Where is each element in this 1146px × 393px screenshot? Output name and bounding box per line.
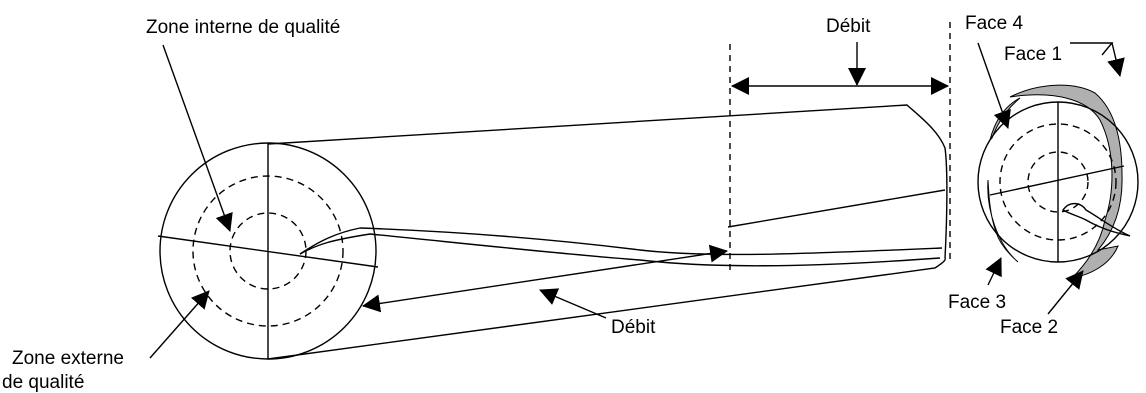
face-3-shading [987, 179, 1019, 263]
face-3-leader [985, 257, 1002, 286]
face-1-leader [1107, 42, 1125, 77]
inner-zone-ring [229, 212, 307, 290]
zone-interne-leader [162, 44, 233, 232]
face-2-label: Face 2 [1000, 317, 1058, 338]
zone-interne-callout: Zone interne de qualité [146, 17, 340, 232]
face-3-callout: Face 3 [948, 257, 1006, 313]
log-bottom-outline [267, 257, 946, 360]
face-2-leader [1047, 270, 1084, 315]
face-3-label: Face 3 [948, 292, 1006, 313]
diagonal-axis [157, 235, 379, 268]
debit-pointer-arrow-bottom [539, 288, 607, 319]
face-1-callout: Face 1 [1004, 42, 1125, 77]
face-1-bracket [1070, 42, 1114, 56]
log-end-face-left [157, 142, 379, 360]
log-top-outline [267, 104, 948, 259]
zone-externe-callout: Zone externe de qualité [2, 290, 210, 393]
cross-section-diagonal-axis [989, 165, 1125, 196]
zone-externe-label-line2: de qualité [2, 372, 84, 393]
debit-label-bottom: Débit [611, 317, 656, 338]
face-4-callout: Face 4 [965, 13, 1024, 129]
zone-externe-leader [149, 290, 210, 359]
log-cylinder [267, 104, 948, 360]
log-crack-lower [299, 233, 941, 267]
log-crack-upper [299, 227, 943, 256]
zone-interne-label: Zone interne de qualité [146, 17, 340, 38]
debit-dimension-bottom: Débit [362, 244, 728, 338]
face-2-callout: Face 2 [1000, 270, 1084, 338]
face-1-shading [1009, 84, 1123, 279]
debit-dimension-top: Débit [729, 16, 951, 272]
debit-label-top: Débit [826, 16, 871, 37]
cross-section-inner-ring [1027, 151, 1089, 213]
face-1-label: Face 1 [1004, 44, 1062, 65]
cross-section-right [977, 84, 1139, 279]
debit-length-arrow [362, 244, 728, 313]
zone-externe-label-line1: Zone externe [12, 348, 124, 369]
face-4-label: Face 4 [965, 13, 1024, 34]
cross-section-crack [1061, 202, 1131, 237]
face-4-leader [977, 42, 1011, 129]
log-inner-line [727, 189, 946, 228]
